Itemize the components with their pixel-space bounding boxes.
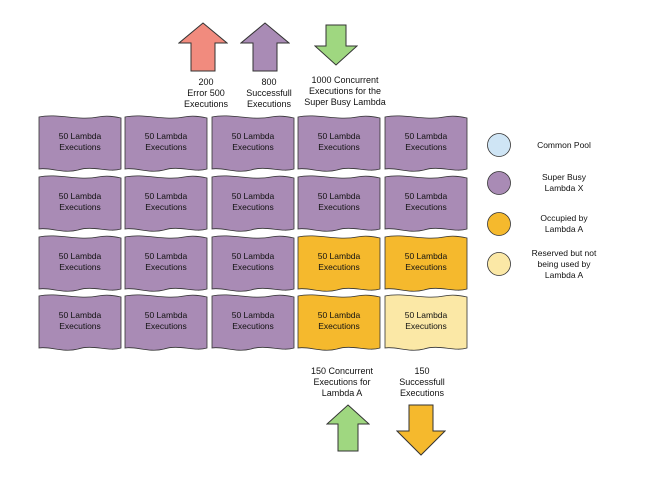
execution-tile: 50 Lambda Executions — [297, 175, 381, 233]
tile-label: 50 Lambda Executions — [144, 191, 188, 212]
execution-tile: 50 Lambda Executions — [38, 294, 122, 352]
execution-tile: 50 Lambda Executions — [211, 235, 295, 293]
execution-tile: 50 Lambda Executions — [124, 294, 208, 352]
legend-item: Common Pool — [486, 132, 646, 162]
legend-item: Reserved but not being used by Lambda A — [486, 247, 646, 281]
execution-tile: 50 Lambda Executions — [211, 294, 295, 352]
execution-tile: 50 Lambda Executions — [384, 115, 468, 173]
execution-tile: 50 Lambda Executions — [38, 235, 122, 293]
lambda-a-down-arrow-icon — [396, 404, 446, 456]
tile-label: 50 Lambda Executions — [404, 251, 448, 272]
tile-label: 50 Lambda Executions — [144, 131, 188, 152]
execution-tile: 50 Lambda Executions — [211, 115, 295, 173]
concurrent-caption: 1000 Concurrent Executions for the Super… — [304, 75, 386, 107]
legend-label: Occupied by Lambda A — [540, 213, 588, 234]
tile-label: 50 Lambda Executions — [231, 310, 275, 331]
legend-swatch-icon — [487, 252, 511, 276]
tile-label: 50 Lambda Executions — [317, 251, 361, 272]
tile-label: 50 Lambda Executions — [144, 310, 188, 331]
success-up-arrow-icon — [240, 22, 290, 72]
tile-label: 50 Lambda Executions — [144, 251, 188, 272]
legend-label: Super Busy Lambda X — [542, 172, 586, 193]
error-caption: 200 Error 500 Executions — [183, 77, 229, 109]
execution-tile: 50 Lambda Executions — [124, 175, 208, 233]
tile-label: 50 Lambda Executions — [404, 191, 448, 212]
tile-label: 50 Lambda Executions — [317, 131, 361, 152]
legend-item: Super Busy Lambda X — [486, 170, 646, 200]
execution-tile: 50 Lambda Executions — [384, 175, 468, 233]
tile-label: 50 Lambda Executions — [58, 310, 102, 331]
legend-label: Common Pool — [537, 139, 591, 150]
error-up-arrow-icon — [178, 22, 228, 72]
tile-label: 50 Lambda Executions — [317, 191, 361, 212]
legend-item: Occupied by Lambda A — [486, 211, 646, 241]
tile-label: 50 Lambda Executions — [404, 131, 448, 152]
execution-tile: 50 Lambda Executions — [211, 175, 295, 233]
concurrent-a-caption: 150 Concurrent Executions for Lambda A — [310, 366, 374, 398]
execution-tile: 50 Lambda Executions — [384, 235, 468, 293]
tile-label: 50 Lambda Executions — [317, 310, 361, 331]
success-caption: 800 Successfull Executions — [246, 77, 292, 109]
execution-tile: 50 Lambda Executions — [124, 235, 208, 293]
legend-swatch-icon — [487, 212, 511, 236]
success-a-caption: 150 Successfull Executions — [399, 366, 445, 398]
tile-label: 50 Lambda Executions — [231, 191, 275, 212]
tile-label: 50 Lambda Executions — [58, 131, 102, 152]
lambda-a-up-arrow-icon — [326, 404, 370, 452]
legend-swatch-icon — [487, 133, 511, 157]
tile-label: 50 Lambda Executions — [58, 191, 102, 212]
execution-tile: 50 Lambda Executions — [38, 115, 122, 173]
tile-label: 50 Lambda Executions — [231, 131, 275, 152]
concurrent-down-arrow-icon — [314, 24, 358, 66]
execution-tile: 50 Lambda Executions — [124, 115, 208, 173]
execution-tile: 50 Lambda Executions — [384, 294, 468, 352]
execution-tile: 50 Lambda Executions — [297, 294, 381, 352]
tile-label: 50 Lambda Executions — [231, 251, 275, 272]
execution-tile: 50 Lambda Executions — [297, 115, 381, 173]
execution-tile: 50 Lambda Executions — [38, 175, 122, 233]
execution-tile: 50 Lambda Executions — [297, 235, 381, 293]
tile-label: 50 Lambda Executions — [58, 251, 102, 272]
legend-swatch-icon — [487, 171, 511, 195]
legend-label: Reserved but not being used by Lambda A — [531, 247, 597, 280]
tile-label: 50 Lambda Executions — [404, 310, 448, 331]
